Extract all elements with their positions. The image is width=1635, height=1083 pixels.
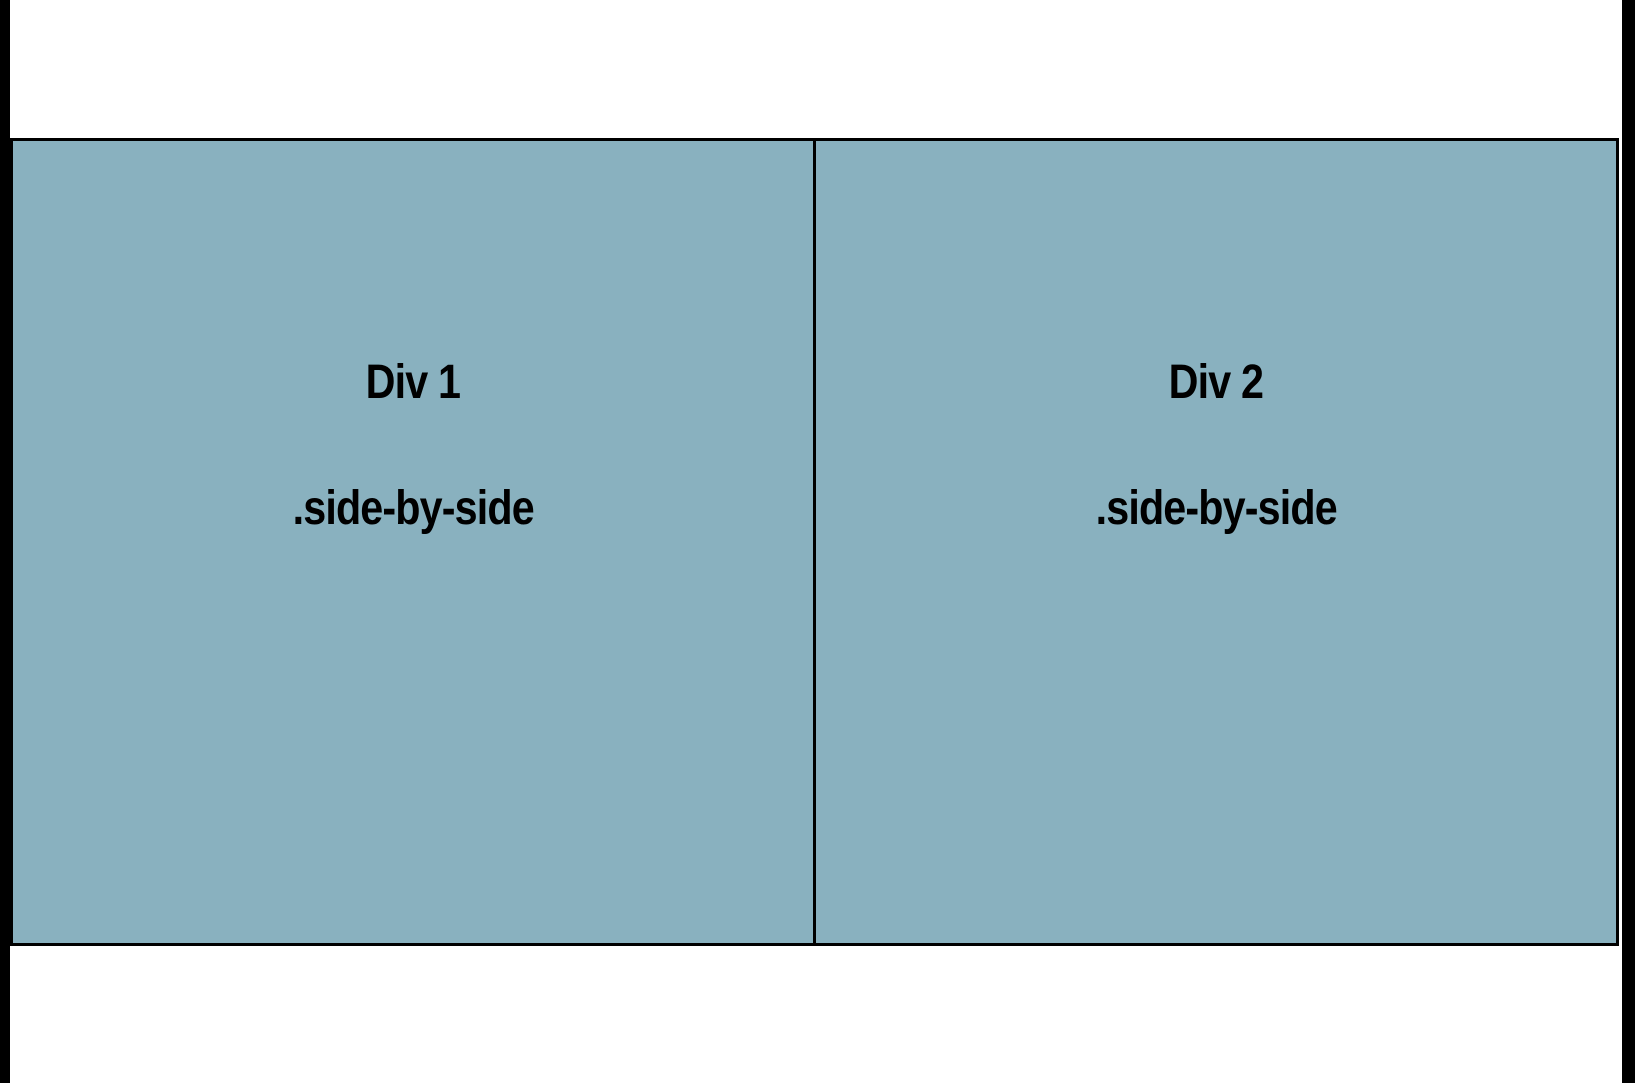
div-2-panel: Div 2 .side-by-side — [813, 138, 1619, 946]
div-1-class-label: .side-by-side — [292, 482, 534, 535]
div-1-title: Div 1 — [365, 356, 461, 409]
div-2-title: Div 2 — [1168, 356, 1264, 409]
div-2-class-label: .side-by-side — [1095, 482, 1337, 535]
side-by-side-container: Div 1 .side-by-side Div 2 .side-by-side — [10, 138, 1622, 946]
div-1-panel: Div 1 .side-by-side — [10, 138, 816, 946]
